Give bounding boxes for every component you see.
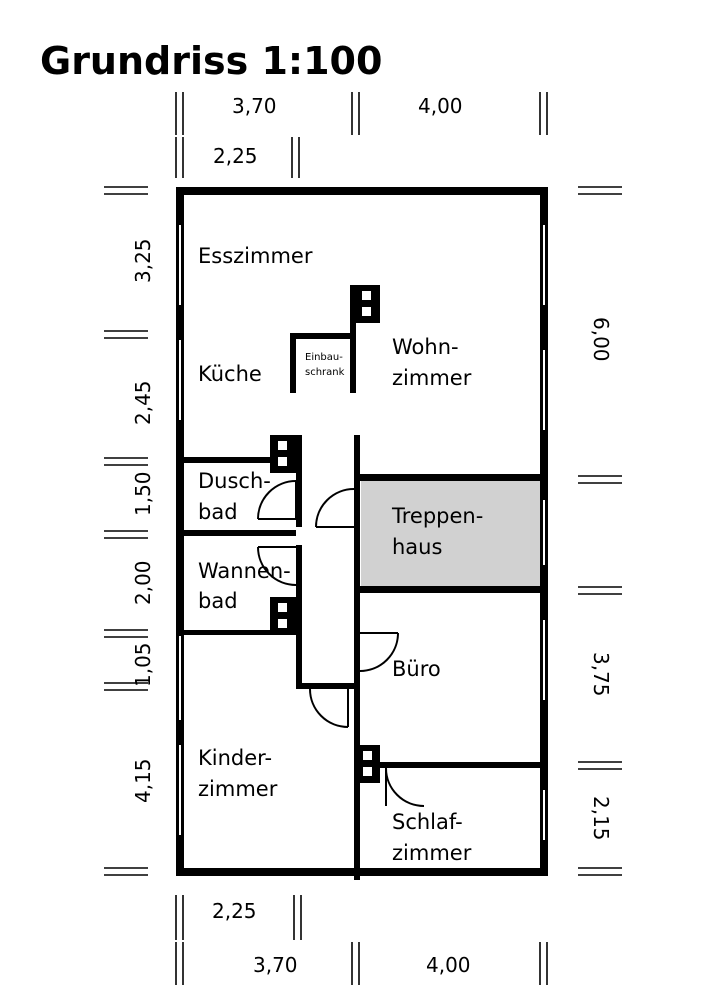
stairwell-area (361, 480, 542, 586)
room-duschbad-line2: bad (198, 500, 238, 524)
room-schlafzimmer-line1: Schlaf- (392, 810, 463, 834)
room-buero: Büro (392, 657, 441, 681)
dim-top-left: 3,70 (232, 94, 277, 118)
room-treppenhaus-line2: haus (392, 535, 442, 559)
dim-right-total: 6,00 (589, 317, 613, 362)
dim-top-right: 4,00 (418, 94, 463, 118)
room-einbauschrank-line2: schrank (305, 367, 345, 378)
room-wannenbad-line1: Wannen- (198, 559, 291, 583)
room-labels: Esszimmer Küche Einbau- schrank Wohn- zi… (198, 244, 483, 865)
room-kueche: Küche (198, 362, 262, 386)
dim-left-6: 4,15 (131, 758, 155, 803)
room-kinderzimmer-line1: Kinder- (198, 746, 272, 770)
dim-top-inner: 2,25 (213, 144, 258, 168)
dim-left-1: 3,25 (131, 238, 155, 283)
room-kinderzimmer-line2: zimmer (198, 777, 278, 801)
room-wohnzimmer-line2: zimmer (392, 366, 472, 390)
room-wohnzimmer-line1: Wohn- (392, 335, 459, 359)
room-duschbad-line1: Dusch- (198, 469, 271, 493)
doors (257, 480, 425, 807)
dim-bottom-right: 4,00 (426, 953, 471, 977)
dim-left-2: 2,45 (131, 380, 155, 425)
dim-left-4: 2,00 (131, 560, 155, 605)
chimney-blocks (270, 285, 380, 783)
room-wannenbad-line2: bad (198, 589, 238, 613)
dimension-labels: 3,70 4,00 2,25 3,25 2,45 1,50 2,00 1,05 … (131, 94, 613, 977)
dim-right-mid: 3,75 (589, 652, 613, 697)
windows (179, 225, 545, 840)
dim-left-5: 1,05 (131, 642, 155, 687)
dim-bottom-left: 3,70 (253, 953, 298, 977)
dim-right-low: 2,15 (589, 796, 613, 841)
page-title: Grundriss 1:100 (40, 39, 382, 83)
room-schlafzimmer-line2: zimmer (392, 841, 472, 865)
room-einbauschrank-line1: Einbau- (305, 352, 343, 363)
dim-bottom-inner: 2,25 (212, 899, 257, 923)
room-esszimmer: Esszimmer (198, 244, 313, 268)
room-treppenhaus-line1: Treppen- (391, 504, 483, 528)
dim-left-3: 1,50 (131, 471, 155, 516)
dimension-ticks (104, 92, 622, 985)
